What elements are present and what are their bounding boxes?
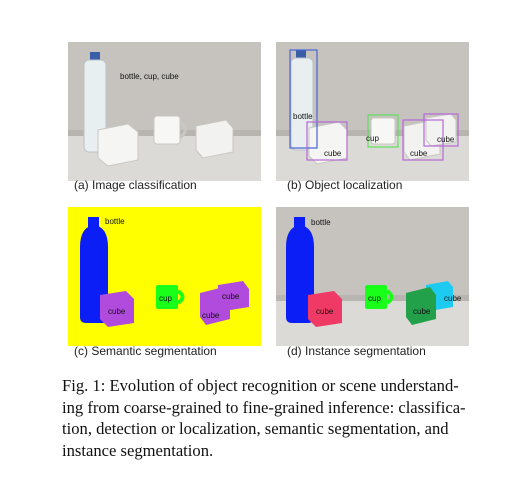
cube-label-3: cube: [222, 292, 240, 301]
panel-instance-segmentation: bottle cube cup cube cube: [276, 207, 469, 346]
figure-caption: Fig. 1: Evolution of object recognition …: [62, 375, 520, 461]
caption-line-1: Fig. 1: Evolution of object recognition …: [62, 376, 459, 395]
panel-semantic-segmentation: bottle cube cup cube cube: [68, 207, 261, 346]
caption-line-4: instance segmentation.: [62, 440, 214, 460]
cube-label-2: cube: [410, 149, 428, 158]
cube-box-3: [423, 113, 459, 147]
cup-label: cup: [368, 294, 381, 303]
cube-label-2: cube: [202, 311, 220, 320]
photo-classification: bottle, cup, cube: [68, 42, 261, 181]
cube-label-2: cube: [413, 307, 431, 316]
subcaption-d: (d) Instance segmentation: [287, 344, 426, 358]
caption-line-2: ing from coarse-grained to fine-grained …: [62, 397, 466, 417]
instance-mask: bottle cube cup cube cube: [276, 207, 469, 346]
subcaption-c: (c) Semantic segmentation: [74, 344, 217, 358]
panel-object-localization: bottle cube cup cube cube: [276, 42, 469, 181]
subcaption-b: (b) Object localization: [287, 178, 403, 192]
cube-label-3: cube: [437, 135, 455, 144]
bottle-label: bottle: [293, 112, 313, 121]
cube-label-1: cube: [324, 149, 342, 158]
panel-image-classification: bottle, cup, cube: [68, 42, 261, 181]
bottle-label: bottle: [105, 217, 125, 226]
cup-label: cup: [159, 294, 172, 303]
cup-label: cup: [366, 134, 379, 143]
cube-label-3: cube: [444, 294, 462, 303]
photo-localization: bottle cube cup cube cube: [276, 42, 469, 181]
subcaption-a: (a) Image classification: [74, 178, 197, 192]
classification-label: bottle, cup, cube: [120, 72, 179, 81]
semantic-mask: bottle cube cup cube cube: [68, 207, 261, 346]
caption-line-3: tion, detection or localization, semanti…: [62, 419, 449, 438]
cube-label-1: cube: [316, 307, 334, 316]
cube-box-1: [306, 121, 348, 161]
bottle-box: [289, 49, 318, 149]
cube-box-2: [402, 119, 444, 161]
cup-box: [367, 114, 399, 148]
cube-label-1: cube: [108, 307, 126, 316]
bottle-label: bottle: [311, 218, 331, 227]
